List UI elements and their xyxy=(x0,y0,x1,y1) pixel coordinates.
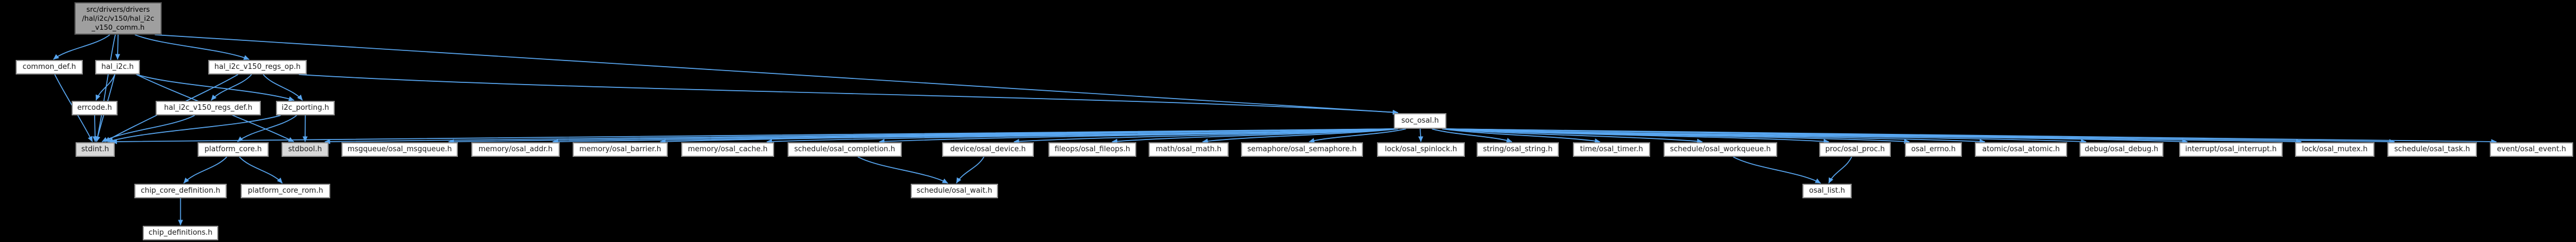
graph-node-device[interactable]: device/osal_device.h xyxy=(942,142,1034,157)
graph-node-chip_definitions[interactable]: chip_definitions.h xyxy=(143,226,218,240)
edge-proc-to-osal_list xyxy=(1828,156,1852,184)
edge-hal_i2c-to-i2c_porting xyxy=(136,74,294,101)
graph-node-workqueue[interactable]: schedule/osal_workqueue.h xyxy=(1664,142,1777,157)
edge-root-to-soc_osal xyxy=(154,34,1399,115)
edge-workqueue-to-osal_list xyxy=(1732,156,1821,184)
graph-node-interrupt[interactable]: interrupt/osal_interrupt.h xyxy=(2179,142,2283,157)
graph-node-fileops[interactable]: fileops/osal_fileops.h xyxy=(1048,142,1136,157)
edge-soc_osal-to-fileops xyxy=(1112,128,1398,144)
graph-node-wait[interactable]: schedule/osal_wait.h xyxy=(911,184,998,198)
edge-soc_osal-to-workqueue xyxy=(1442,128,1703,144)
graph-node-common_def[interactable]: common_def.h xyxy=(16,60,83,75)
graph-node-atomic[interactable]: atomic/osal_atomic.h xyxy=(1975,142,2067,157)
graph-node-stdbool[interactable]: stdbool.h xyxy=(282,142,329,157)
edge-hal_i2c-to-errcode xyxy=(95,74,115,101)
graph-node-semaphore[interactable]: semaphore/osal_semaphore.h xyxy=(1241,142,1363,157)
graph-node-debug[interactable]: debug/osal_debug.h xyxy=(2079,142,2163,157)
edge-regs_def-to-stdint xyxy=(101,115,195,142)
graph-node-errno[interactable]: osal_errno.h xyxy=(1905,142,1962,157)
graph-node-mem_addr[interactable]: memory/osal_addr.h xyxy=(471,142,560,157)
edge-regs_op-to-i2c_porting xyxy=(263,74,303,101)
edge-root-to-regs_op xyxy=(134,34,250,60)
edge-regs_op-to-regs_def xyxy=(210,74,252,101)
edge-platform_core-to-platform_core_rom xyxy=(239,156,283,184)
graph-node-msgqueue[interactable]: msgqueue/osal_msgqueue.h xyxy=(341,142,458,157)
graph-node-soc_osal[interactable]: soc_osal.h xyxy=(1394,113,1446,129)
edge-completion-to-wait xyxy=(858,156,948,184)
graph-node-math[interactable]: math/osal_math.h xyxy=(1149,142,1229,157)
graph-node-proc[interactable]: proc/osal_proc.h xyxy=(1819,142,1891,157)
graph-node-task[interactable]: schedule/osal_task.h xyxy=(2387,142,2477,157)
edge-soc_osal-to-semaphore xyxy=(1309,128,1406,143)
edge-root-to-common_def xyxy=(53,34,110,60)
graph-node-timer[interactable]: time/osal_timer.h xyxy=(1573,142,1650,157)
edge-soc_osal-to-interrupt xyxy=(1442,128,2188,145)
graph-node-chip_core_def[interactable]: chip_core_definition.h xyxy=(134,184,227,198)
edge-platform_core-to-chip_core_def xyxy=(183,156,227,184)
graph-node-hal_i2c[interactable]: hal_i2c.h xyxy=(95,60,140,75)
graph-node-platform_core[interactable]: platform_core.h xyxy=(198,142,269,157)
graph-node-spinlock[interactable]: lock/osal_spinlock.h xyxy=(1377,142,1465,157)
graph-node-osal_list[interactable]: osal_list.h xyxy=(1802,184,1852,198)
edge-regs_op-to-soc_osal xyxy=(298,74,1399,115)
edge-soc_osal-to-string xyxy=(1431,128,1512,143)
edge-i2c_porting-to-platform_core xyxy=(237,115,297,142)
edge-soc_osal-to-completion xyxy=(879,128,1398,145)
edge-i2c_porting-to-stdint xyxy=(107,115,281,143)
edge-device-to-wait xyxy=(956,156,985,184)
graph-node-i2c_porting[interactable]: i2c_porting.h xyxy=(276,101,335,115)
graph-node-regs_def[interactable]: hal_i2c_v150_regs_def.h xyxy=(156,101,261,115)
graph-node-stdint[interactable]: stdint.h xyxy=(76,142,115,157)
graph-node-regs_op[interactable]: hal_i2c_v150_regs_op.h xyxy=(208,60,307,75)
graph-node-mem_cache[interactable]: memory/osal_cache.h xyxy=(681,142,774,157)
graph-node-mem_barrier[interactable]: memory/osal_barrier.h xyxy=(573,142,668,157)
graph-node-string[interactable]: string/osal_string.h xyxy=(1477,142,1559,157)
edge-soc_osal-to-spinlock xyxy=(1418,128,1423,142)
graph-node-completion[interactable]: schedule/osal_completion.h xyxy=(788,142,902,157)
edge-soc_osal-to-math xyxy=(1202,128,1398,144)
edge-soc_osal-to-device xyxy=(1013,128,1398,144)
edge-soc_osal-to-timer xyxy=(1442,128,1600,144)
graph-node-errcode[interactable]: errcode.h xyxy=(72,101,118,115)
graph-node-event[interactable]: event/osal_event.h xyxy=(2490,142,2573,157)
graph-node-mutex[interactable]: lock/osal_mutex.h xyxy=(2295,142,2374,157)
graph-node-platform_core_rom[interactable]: platform_core_rom.h xyxy=(241,184,330,198)
graph-node-root[interactable]: src/drivers/drivers /hal/i2c/v150/hal_i2… xyxy=(74,2,162,35)
